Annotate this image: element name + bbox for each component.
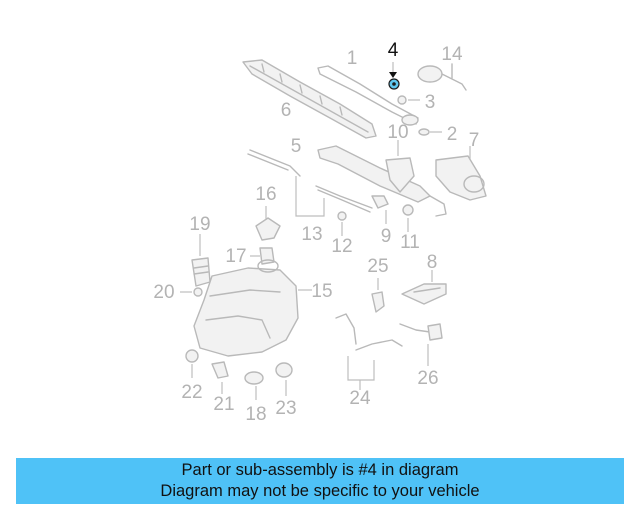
callout-16: 16 (255, 184, 276, 205)
callout-14: 14 (441, 44, 463, 65)
part-22-grommet (185, 349, 199, 378)
callout-13: 13 (301, 224, 322, 245)
caption-line-1: Part or sub-assembly is #4 in diagram (181, 461, 459, 479)
part-10-linkage (317, 140, 447, 217)
callout-18: 18 (245, 404, 266, 425)
callout-10: 10 (387, 122, 408, 143)
callout-26: 26 (417, 368, 438, 389)
callout-11: 11 (400, 232, 420, 253)
part-5-rod (247, 149, 301, 177)
callout-3: 3 (425, 92, 436, 113)
part-19-pump (191, 234, 211, 287)
callout-21: 21 (213, 394, 234, 415)
callout-12: 12 (331, 236, 352, 257)
part-9-clip (371, 195, 389, 224)
wiper-arm-part (317, 65, 419, 126)
callout-19: 19 (189, 214, 210, 235)
callout-4-active: 4 (388, 40, 399, 61)
part-2-bushing (418, 128, 442, 136)
part-23-seal (275, 362, 293, 396)
part-26-hose (399, 323, 443, 366)
part-11-grommet (402, 204, 414, 232)
part-16-cap (255, 206, 281, 241)
callout-17: 17 (225, 246, 246, 267)
part-25-nozzle (371, 278, 385, 313)
part-14-cap (417, 63, 467, 91)
callout-20: 20 (153, 282, 174, 303)
part-7-motor (435, 146, 487, 201)
part-15-reservoir (193, 259, 312, 357)
part-21-connector (211, 361, 229, 394)
part-13-rod (295, 176, 373, 236)
part-3-washer (397, 95, 420, 105)
callout-2: 2 (447, 124, 458, 145)
callout-15: 15 (311, 281, 332, 302)
parts-diagram: 1 2 3 4 5 6 7 8 9 10 11 12 13 14 15 16 1… (153, 40, 487, 425)
part-4-nut (388, 62, 400, 90)
callout-6: 6 (281, 100, 292, 121)
callout-8: 8 (427, 252, 438, 273)
callout-23: 23 (275, 398, 296, 419)
part-20-grommet (180, 287, 203, 297)
callout-1: 1 (347, 48, 358, 69)
callout-25: 25 (367, 256, 388, 277)
callout-5: 5 (291, 136, 302, 157)
part-24-hose (335, 313, 403, 390)
part-18-seal (244, 371, 264, 400)
wiper-blade-part (242, 59, 377, 139)
callout-24: 24 (349, 388, 371, 409)
part-8-bracket (401, 270, 447, 305)
caption-line-2: Diagram may not be specific to your vehi… (160, 482, 480, 500)
callout-9: 9 (381, 226, 392, 247)
caption-bar: Part or sub-assembly is #4 in diagram Di… (16, 458, 624, 504)
callout-7: 7 (469, 130, 480, 151)
callout-22: 22 (181, 382, 202, 403)
